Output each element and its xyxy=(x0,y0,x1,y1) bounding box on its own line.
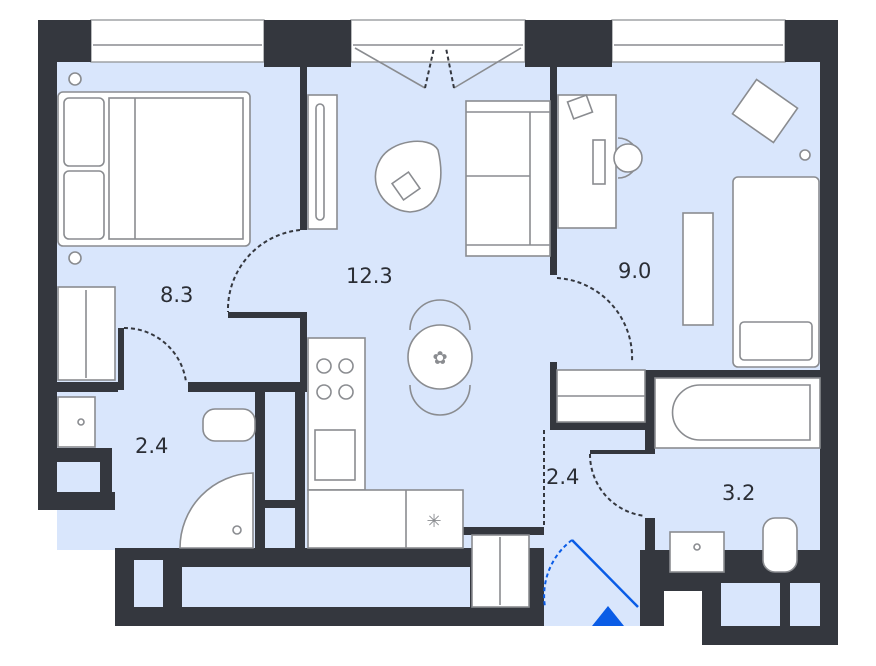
shower xyxy=(179,472,254,549)
toilet xyxy=(202,408,256,442)
book-icon xyxy=(390,170,422,202)
armchair xyxy=(731,78,799,144)
entrance-door[interactable] xyxy=(571,539,639,608)
lamp-icon xyxy=(68,72,82,86)
shaft xyxy=(182,567,470,607)
wardrobe xyxy=(57,286,116,381)
entrance-floor xyxy=(544,540,640,626)
room-area-bathroom-2: 3.2 xyxy=(722,481,755,505)
rug xyxy=(682,212,714,326)
tv-stand xyxy=(307,94,338,230)
dining-table: ✿ xyxy=(407,299,473,416)
door-swings xyxy=(123,229,646,608)
double-bed xyxy=(57,91,251,247)
sofa xyxy=(465,100,551,257)
balcony-door xyxy=(354,47,522,89)
room-area-bedroom-2: 9.0 xyxy=(618,259,651,283)
toilet xyxy=(762,517,798,573)
entrance-marker-icon xyxy=(592,606,624,626)
kitchen-counter: ✳ xyxy=(307,337,464,549)
sink xyxy=(57,396,96,448)
shaft xyxy=(790,583,820,626)
room-area-bathroom-1: 2.4 xyxy=(135,434,168,458)
bathtub xyxy=(654,377,821,449)
lamp-icon xyxy=(68,251,82,265)
sink xyxy=(669,531,725,573)
shaft xyxy=(134,560,163,607)
flower-icon: ✿ xyxy=(432,348,447,369)
room-area-hallway: 2.4 xyxy=(546,465,579,489)
shaft xyxy=(721,583,780,626)
wardrobe xyxy=(556,369,646,423)
single-bed xyxy=(732,176,820,368)
desk xyxy=(557,94,643,229)
lamp-icon xyxy=(799,149,811,161)
interior-walls xyxy=(57,62,838,626)
fridge-icon: ✳ xyxy=(426,511,441,532)
room-area-bedroom: 8.3 xyxy=(160,283,193,307)
wardrobe xyxy=(471,534,530,608)
windows xyxy=(90,19,786,63)
room-area-living-kitchen: 12.3 xyxy=(346,264,393,288)
